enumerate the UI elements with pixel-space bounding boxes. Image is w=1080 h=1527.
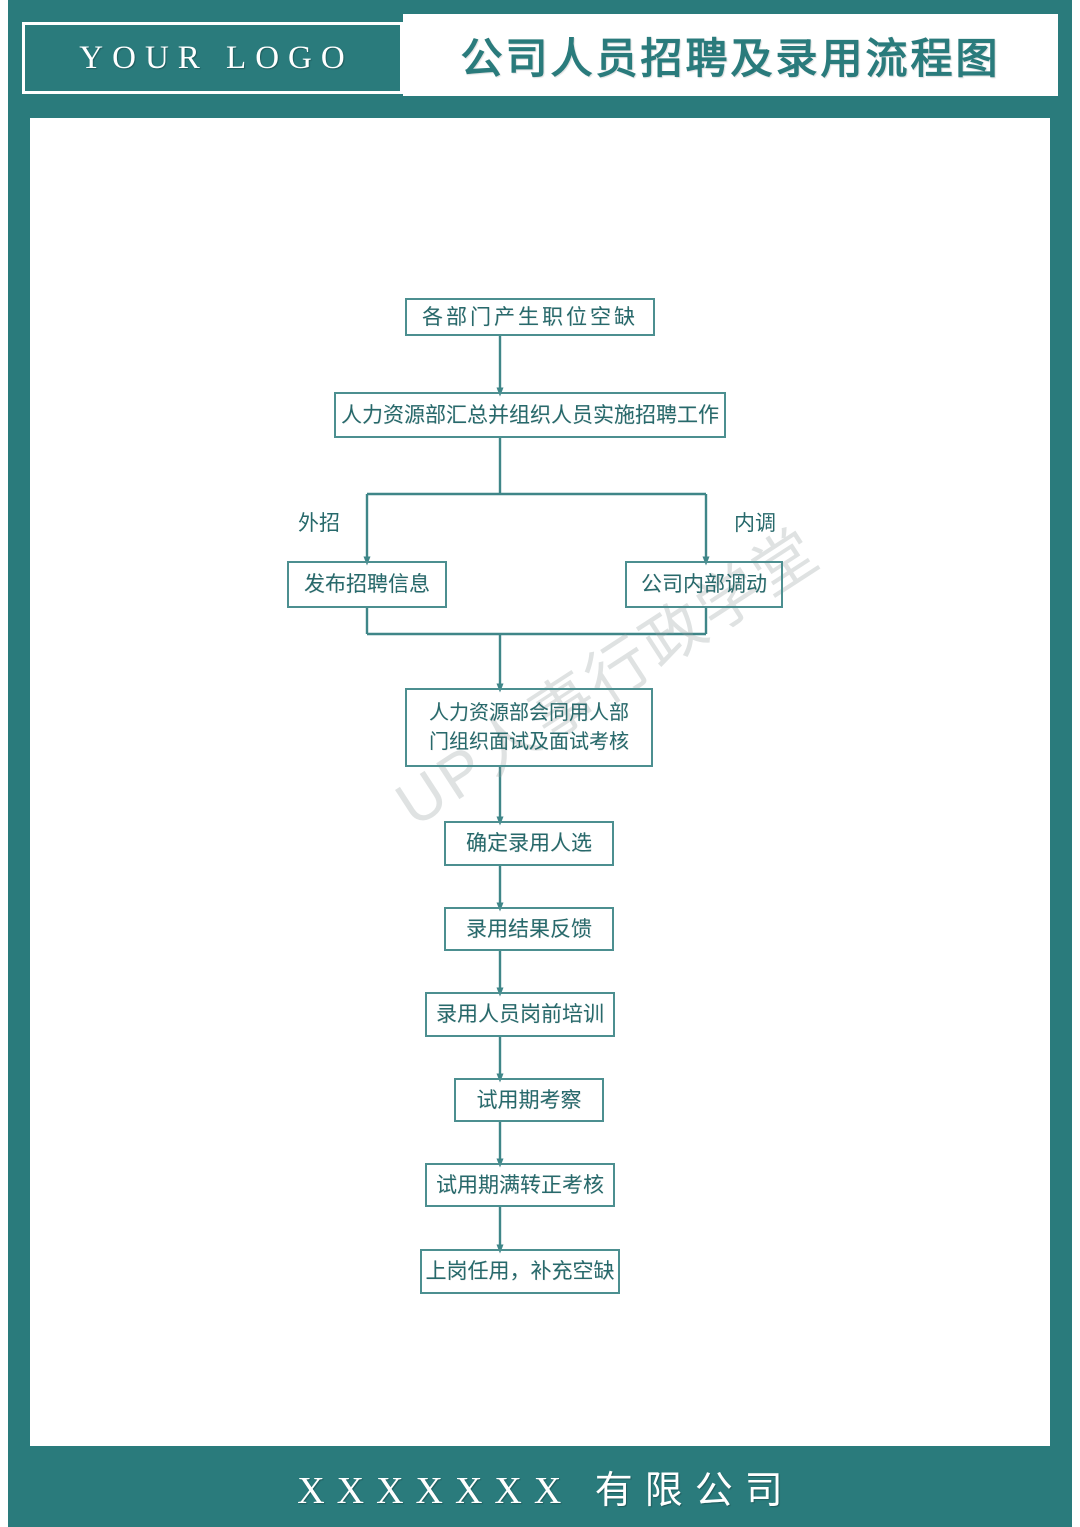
flow-node-hr-collect[interactable]: 人力资源部汇总并组织人员实施招聘工作 <box>334 392 726 438</box>
flow-node-result-feedback[interactable]: 录用结果反馈 <box>444 907 614 951</box>
flow-node-interview-line1: 人力资源部会同用人部 <box>429 701 629 724</box>
flow-node-vacancy[interactable]: 各部门产生职位空缺 <box>405 298 655 336</box>
header: YOUR LOGO 公司人员招聘及录用流程图 <box>8 0 1072 104</box>
flow-node-pre-job-training[interactable]: 录用人员岗前培训 <box>425 992 615 1037</box>
footer: XXXXXXX 有限公司 <box>8 1446 1072 1527</box>
page-frame-inner <box>30 118 1050 1446</box>
flow-node-internal-transfer[interactable]: 公司内部调动 <box>625 561 783 608</box>
flowchart-connectors <box>363 335 710 1254</box>
flow-node-probation-review[interactable]: 试用期考察 <box>454 1078 604 1122</box>
title-container: 公司人员招聘及录用流程图 <box>403 14 1058 96</box>
logo-label: YOUR LOGO <box>79 39 354 76</box>
flow-node-interview-line2: 门组织面试及面试考核 <box>429 730 629 753</box>
flow-node-select-candidate[interactable]: 确定录用人选 <box>444 821 614 866</box>
flowchart-canvas: UP人事行政学堂 各部门产生职位空缺 人力资源部汇总并组织人员实施招聘工作 外招… <box>30 118 1050 1446</box>
footer-company-name: XXXXXXX 有限公司 <box>297 1470 795 1512</box>
flow-node-interview[interactable]: 人力资源部会同用人部 门组织面试及面试考核 <box>405 688 653 767</box>
flow-node-probation-confirm[interactable]: 试用期满转正考核 <box>425 1163 615 1207</box>
branch-label-external: 外招 <box>298 511 340 535</box>
logo-placeholder: YOUR LOGO <box>22 22 403 94</box>
flow-node-publish-job[interactable]: 发布招聘信息 <box>287 561 447 608</box>
page-title: 公司人员招聘及录用流程图 <box>460 36 1001 83</box>
flow-node-onboard-fill-vacancy[interactable]: 上岗任用，补充空缺 <box>420 1249 620 1294</box>
branch-label-internal: 内调 <box>734 511 776 535</box>
